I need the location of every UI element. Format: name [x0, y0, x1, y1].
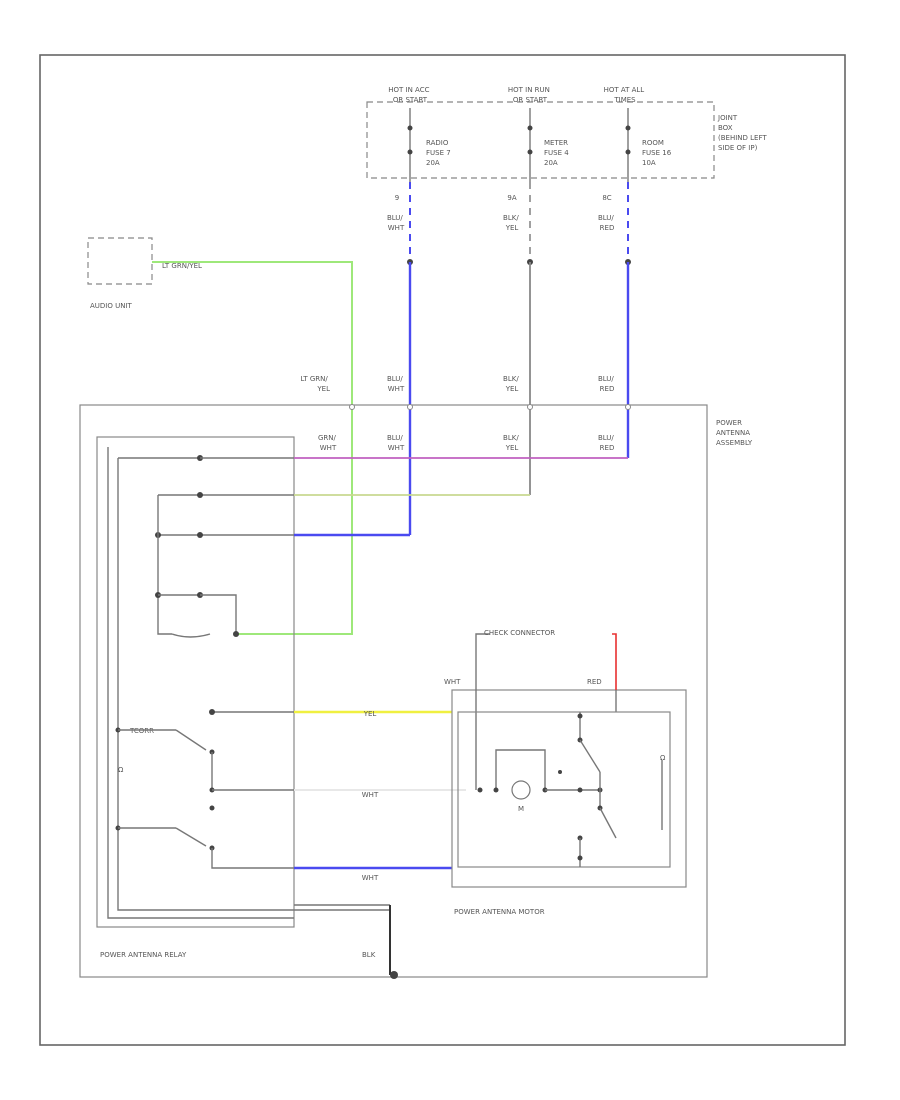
relay-inner-frame-2: [107, 447, 294, 919]
joint-box: [366, 101, 715, 179]
connector-pins: [349, 404, 631, 410]
label-blu-wht-inner: BLU/ WHT: [387, 434, 405, 452]
label-wht-lower: WHT: [362, 874, 379, 882]
label-check-wht: WHT: [444, 678, 461, 686]
label-blu-wht-upper: BLU/ WHT: [387, 214, 405, 232]
label-lt-grn-yel-connector: LT GRN/ YEL: [300, 375, 330, 393]
svg-text:Ω: Ω: [660, 754, 666, 762]
check-connector-label: CHECK CONNECTOR: [484, 629, 555, 637]
check-connector-wire-red: [612, 633, 617, 690]
label-blu-red-upper: BLU/ RED: [598, 214, 616, 232]
ground-point: [390, 971, 398, 979]
label-wht: WHT: [362, 791, 379, 799]
page-frame: [39, 54, 846, 1046]
motor-icon: [511, 780, 531, 800]
power-antenna-assembly-box: [79, 404, 708, 978]
pin-label-b: 9A: [507, 194, 516, 202]
label-grn-wht: GRN/ WHT: [318, 434, 338, 452]
power-antenna-relay-label: POWER ANTENNA RELAY: [100, 951, 187, 959]
motor-limit-switch-2: [599, 807, 617, 839]
power-antenna-motor-box: [451, 689, 687, 888]
motor-limit-switch-1: [579, 739, 601, 773]
label-blu-red-inner: BLU/ RED: [598, 434, 616, 452]
svg-text:ROOM FUSE 16 10A: ROOM FUSE 16 10A: [642, 139, 673, 167]
relay-coil-label: TCORR: [129, 727, 154, 735]
pin-label-c: 8C: [602, 194, 611, 202]
label-yel: YEL: [363, 710, 377, 718]
label-lt-grn-yel-top: LT GRN/YEL: [162, 262, 202, 270]
label-blu-red-connector: BLU/ RED: [598, 375, 616, 393]
hot-in-acc-label: HOT IN ACC OR START: [388, 86, 431, 104]
audio-unit-label: AUDIO UNIT: [90, 302, 133, 310]
audio-unit-box: [87, 237, 153, 285]
power-antenna-relay-box: [96, 436, 295, 928]
fuse-radio: RADIO FUSE 7 20A: [407, 108, 453, 182]
label-blu-wht-connector: BLU/ WHT: [387, 375, 405, 393]
joint-box-location-label: JOINT BOX (BEHIND LEFT SIDE OF IP): [717, 114, 769, 152]
label-blk-yel-upper: BLK/ YEL: [503, 214, 521, 232]
power-antenna-assembly-label: POWER ANTENNA ASSEMBLY: [716, 419, 753, 447]
motor-inner-frame: [457, 711, 671, 868]
hot-at-all-label: HOT AT ALL TIMES: [604, 86, 647, 104]
label-blk: BLK: [362, 951, 376, 959]
label-blk-yel-connector: BLK/ YEL: [503, 375, 521, 393]
relay-switch-1: [175, 729, 207, 751]
check-connector-wire-wht: [475, 633, 490, 790]
relay-line-4: [157, 495, 172, 635]
pin-label-a: 9: [395, 194, 399, 202]
hot-in-run-label: HOT IN RUN OR START: [508, 86, 552, 104]
motor-label: M: [518, 805, 524, 813]
power-antenna-motor-label: POWER ANTENNA MOTOR: [454, 908, 545, 916]
svg-text:METER FUSE 4 20A: METER FUSE 4 20A: [544, 139, 571, 167]
label-blk-yel-inner: BLK/ YEL: [503, 434, 521, 452]
label-check-red: RED: [587, 678, 602, 686]
fuse-room: ROOM FUSE 16 10A: [625, 108, 673, 182]
fuse-meter: METER FUSE 4 20A: [527, 108, 571, 182]
svg-text:Ω: Ω: [118, 766, 124, 774]
relay-switch-2: [175, 827, 207, 847]
svg-text:RADIO FUSE 7 20A: RADIO FUSE 7 20A: [426, 139, 453, 167]
